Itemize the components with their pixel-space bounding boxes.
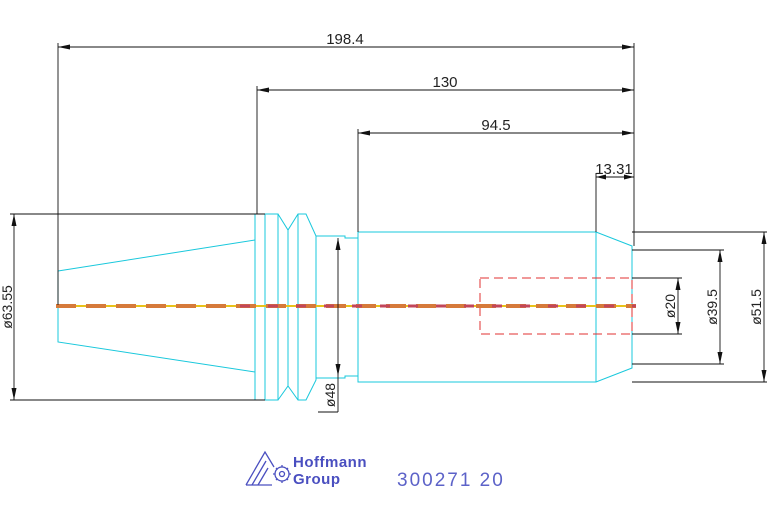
- dimension-lines: [10, 43, 767, 413]
- dim-length-130: 130: [432, 74, 457, 91]
- dim-length-13-31: 13.31: [595, 161, 633, 178]
- dim-dia-20: ø20: [662, 294, 678, 318]
- dimension-arrows: [11, 44, 767, 400]
- dim-total-length: 198.4: [326, 31, 364, 48]
- hidden-bore: [479, 277, 633, 335]
- dim-dia-63-55: ø63.55: [0, 285, 15, 329]
- dim-dia-39-5: ø39.5: [704, 289, 720, 325]
- dim-dia-51-5: ø51.5: [748, 289, 764, 325]
- logo-line-2: Group: [293, 471, 341, 488]
- logo-mark-icon: [245, 450, 291, 486]
- dim-length-94-5: 94.5: [481, 117, 510, 134]
- logo-line-1: Hoffmann: [293, 454, 367, 471]
- dim-dia-48: ø48: [322, 383, 338, 407]
- part-number: 300271 20: [397, 470, 505, 491]
- hoffmann-group-logo: Hoffmann Group: [245, 450, 367, 488]
